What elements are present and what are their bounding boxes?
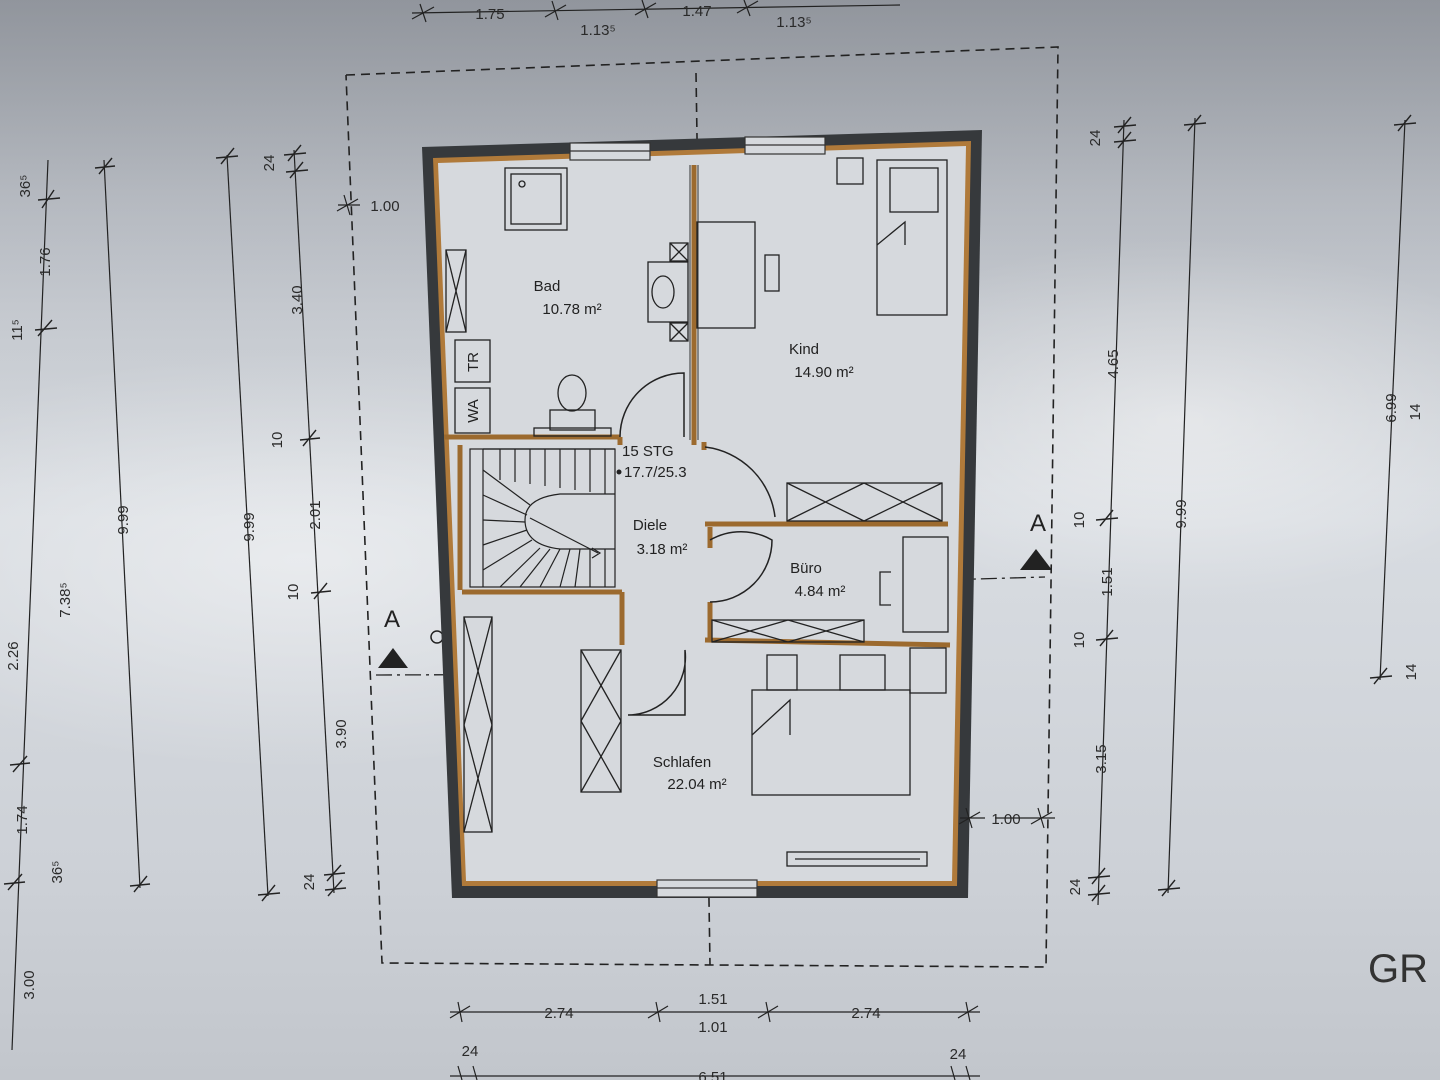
radiator: [786, 851, 928, 867]
dim-right-inner-6: 24: [1067, 879, 1084, 896]
dim-bottom-2: 1.01: [698, 1019, 727, 1036]
room-name-kind: Kind: [789, 341, 819, 358]
room-area-diele: 3.18 m²: [637, 541, 688, 558]
dim-left-inner-3: 2.01: [307, 500, 324, 529]
dim-left-inner-4: 10: [285, 584, 302, 601]
dim-offset-top: 1.00: [370, 198, 399, 215]
dim-left-outer-1: 1.76: [37, 247, 54, 276]
dim-top-1: 1.13⁵: [580, 22, 615, 39]
dim-bottom-0: 2.74: [544, 1005, 573, 1022]
schlafen-furniture: [463, 616, 947, 867]
buero-furniture: [711, 536, 949, 643]
dimension-right-lines: [1087, 114, 1417, 906]
dim-bottom-end-right: 24: [950, 1046, 967, 1063]
section-marker-left: [378, 648, 408, 668]
dim-left-outer-2: 11⁵: [9, 319, 26, 341]
bathroom-fixtures: [445, 167, 689, 437]
schlafen-nightstand-2: [839, 654, 886, 691]
staircase: [469, 448, 616, 588]
dim-left-outer-4: 2.26: [5, 641, 22, 670]
tr-label: TR: [465, 352, 482, 372]
interior-walls: [444, 165, 951, 648]
kind-chair: [764, 254, 780, 292]
dim-left-total-2: 9.99: [241, 512, 258, 541]
dimension-top: [411, 0, 901, 23]
dim-left-outer-3: 7.38⁵: [57, 582, 74, 617]
cabinet: [445, 249, 467, 333]
dim-left-inner-1: 3.40: [289, 285, 306, 314]
toilet-tank: [549, 409, 596, 431]
plan-title-fragment: GR: [1368, 947, 1428, 991]
dim-bottom-3: 2.74: [851, 1005, 880, 1022]
dim-left-inner-5: 3.90: [333, 719, 350, 748]
stairs-count: 15 STG: [622, 443, 674, 460]
schlafen-dresser: [909, 647, 947, 694]
toilet-bowl: [557, 374, 587, 412]
dryer-box: [454, 339, 491, 383]
dim-left-total-1: 9.99: [115, 505, 132, 534]
dimension-offsets: [336, 194, 1055, 829]
section-label-right: A: [1030, 510, 1046, 537]
reference-circle: [430, 630, 444, 644]
dim-right-inner-0: 24: [1087, 130, 1104, 147]
room-name-schlafen: Schlafen: [653, 754, 711, 771]
interior-wall-lines: [689, 165, 699, 440]
dimension-bottom: [449, 1001, 980, 1080]
dim-right-total: 9.99: [1173, 499, 1190, 528]
dim-right-inner-1: 4.65: [1105, 349, 1122, 378]
doors: [619, 372, 776, 716]
dim-left-inner-6: 24: [301, 874, 318, 891]
buero-desk: [902, 536, 949, 633]
kind-furniture: [696, 157, 948, 522]
kind-nightstand: [836, 157, 864, 185]
dim-right-far-1: 14: [1407, 404, 1424, 421]
windows: [569, 136, 826, 898]
exterior-walls: [422, 130, 982, 898]
washer-box: [454, 387, 491, 434]
dim-right-far-2: 14: [1403, 664, 1420, 681]
dim-left-outer-6: 36⁵: [49, 861, 66, 884]
dim-bottom-1: 1.51: [698, 991, 727, 1008]
dim-top-2: 1.47: [682, 3, 711, 20]
dim-right-inner-2: 10: [1071, 512, 1088, 529]
room-area-schlafen: 22.04 m²: [667, 776, 726, 793]
room-name-diele: Diele: [633, 517, 667, 534]
section-marker-right: [1020, 549, 1052, 570]
room-area-bad: 10.78 m²: [542, 301, 601, 318]
shower-tray: [504, 167, 568, 231]
kind-bed: [876, 159, 948, 316]
dimension-left-lines: [3, 144, 347, 1051]
section-label-left: A: [384, 606, 400, 633]
room-name-buero: Büro: [790, 560, 822, 577]
dim-offset-bottom: 1.00: [991, 811, 1020, 828]
room-area-buero: 4.84 m²: [795, 583, 846, 600]
dim-left-outer-0: 36⁵: [17, 175, 34, 198]
dim-right-inner-3: 1.51: [1099, 567, 1116, 596]
room-labels: Bad 10.78 m² Kind 14.90 m² Diele 3.18 m²…: [534, 278, 854, 793]
dim-left-inner-2: 10: [269, 432, 286, 449]
wa-label: WA: [465, 399, 482, 423]
dim-left-outer-7: 3.00: [21, 970, 38, 999]
room-name-bad: Bad: [534, 278, 561, 295]
stairs-ratio: 17.7/25.3: [624, 464, 687, 481]
kind-desk: [696, 221, 756, 329]
sink: [647, 261, 689, 323]
dim-right-inner-5: 3.15: [1093, 744, 1110, 773]
dim-bottom-end-left: 24: [462, 1043, 479, 1060]
schlafen-bed: [751, 689, 911, 796]
dim-right-far-0: 6.99: [1383, 393, 1400, 422]
dim-left-inner-0: 24: [261, 155, 278, 172]
schlafen-nightstand-1: [766, 654, 798, 691]
dim-top-0: 1.75: [475, 6, 504, 23]
dim-left-outer-5: 1.74: [14, 805, 31, 834]
dim-top-3: 1.13⁵: [776, 14, 811, 31]
room-area-kind: 14.90 m²: [794, 364, 853, 381]
dim-bottom-total: 6.51: [698, 1069, 727, 1080]
dim-right-inner-4: 10: [1071, 632, 1088, 649]
